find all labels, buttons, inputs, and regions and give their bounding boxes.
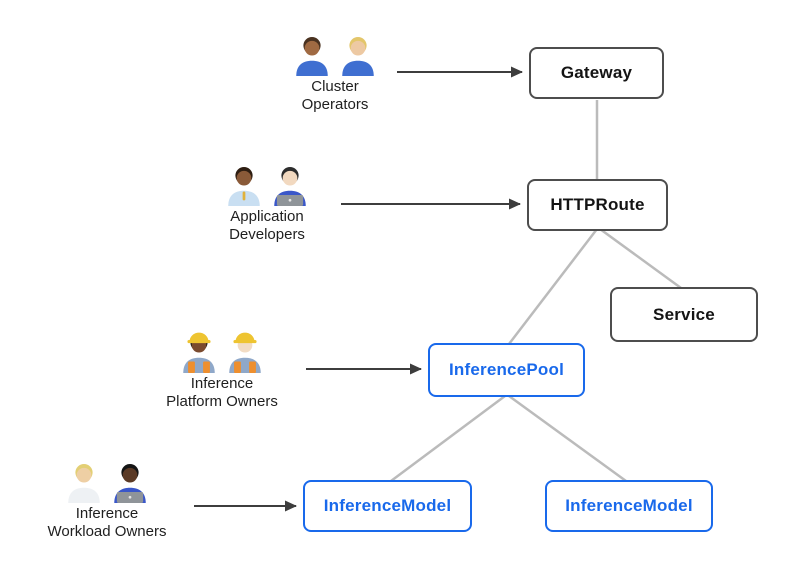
construction-worker-woman-icon bbox=[179, 331, 219, 373]
actor-label-line: Workload Owners bbox=[47, 523, 167, 540]
edge-inferencepool-inferencemodel-right bbox=[508, 394, 627, 483]
actor-label-line: Cluster bbox=[311, 78, 359, 95]
construction-worker-man-icon bbox=[225, 331, 265, 373]
actor-label-line: Application bbox=[230, 208, 304, 225]
actor-label-line: Inference bbox=[190, 375, 254, 392]
technologist-man-icon bbox=[110, 461, 150, 503]
actor-label-line: Operators bbox=[301, 96, 369, 113]
health-worker-icon bbox=[64, 461, 104, 503]
mechanic-woman-icon bbox=[338, 34, 378, 76]
actor-application-developers: Application Developers bbox=[187, 164, 347, 244]
application-developers-label: Application Developers bbox=[187, 208, 347, 244]
node-httproute: HTTPRoute bbox=[527, 179, 668, 231]
actor-label-line: Inference bbox=[75, 505, 139, 522]
platform-owners-icon bbox=[142, 331, 302, 373]
technologist-woman-icon bbox=[270, 164, 310, 206]
office-worker-icon bbox=[224, 164, 264, 206]
actor-inference-platform-owners: Inference Platform Owners bbox=[142, 331, 302, 411]
edge-httproute-service bbox=[599, 227, 682, 290]
workload-owners-icon bbox=[27, 461, 187, 503]
edge-httproute-inferencepool bbox=[508, 228, 598, 345]
actor-label-line: Platform Owners bbox=[166, 393, 278, 410]
cluster-operators-label: Cluster Operators bbox=[255, 78, 415, 114]
node-gateway: Gateway bbox=[529, 47, 664, 99]
node-inferencemodel-left: InferenceModel bbox=[303, 480, 472, 532]
node-service: Service bbox=[610, 287, 758, 342]
actor-inference-workload-owners: Inference Workload Owners bbox=[27, 461, 187, 541]
mechanic-man-icon bbox=[292, 34, 332, 76]
actor-cluster-operators: Cluster Operators bbox=[255, 34, 415, 114]
application-developers-icon bbox=[187, 164, 347, 206]
actor-label-line: Developers bbox=[229, 226, 305, 243]
node-inferencemodel-right: InferenceModel bbox=[545, 480, 713, 532]
cluster-operators-icon bbox=[255, 34, 415, 76]
workload-owners-label: Inference Workload Owners bbox=[27, 505, 187, 541]
node-inferencepool: InferencePool bbox=[428, 343, 585, 397]
platform-owners-label: Inference Platform Owners bbox=[142, 375, 302, 411]
edge-inferencepool-inferencemodel-left bbox=[390, 394, 506, 483]
